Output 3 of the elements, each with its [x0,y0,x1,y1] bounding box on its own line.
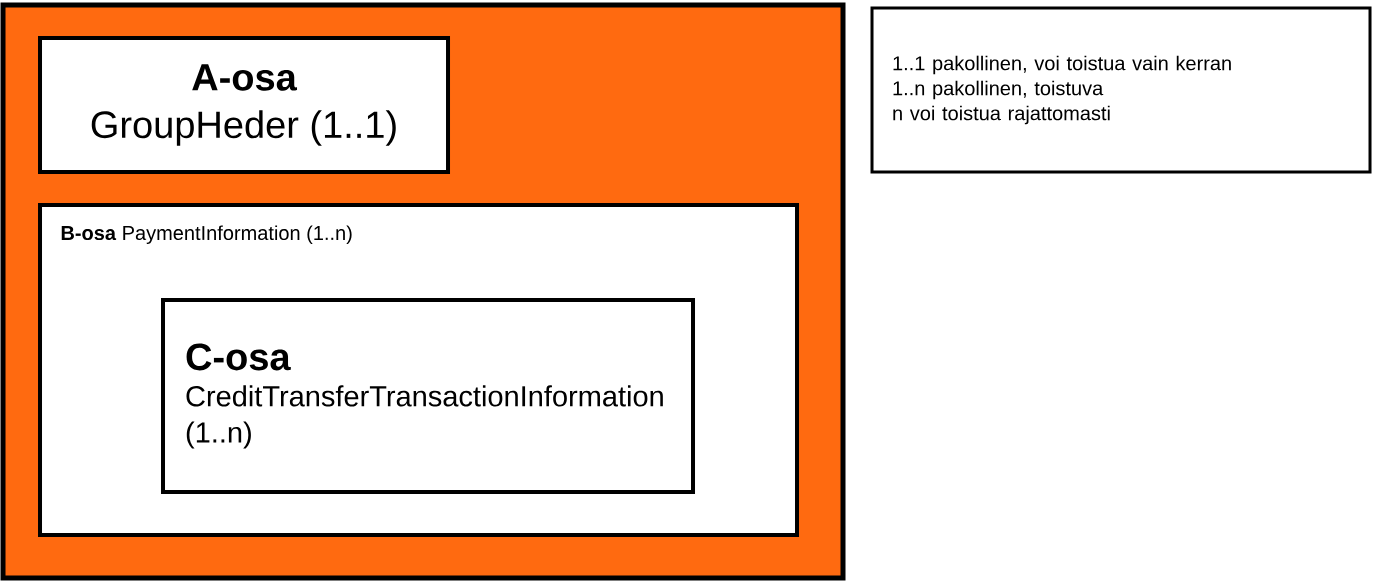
note-box: 1..1 pakollinen, voi toistua vain kerran 1..n pakollinen, toistuva n voi toistua rajattomasti [870,6,1372,174]
section-box: A-osa GroupHeder (1..1) [38,36,450,174]
section-box: C-osa CreditTransferTransactionInformation (1..n) [161,298,695,494]
